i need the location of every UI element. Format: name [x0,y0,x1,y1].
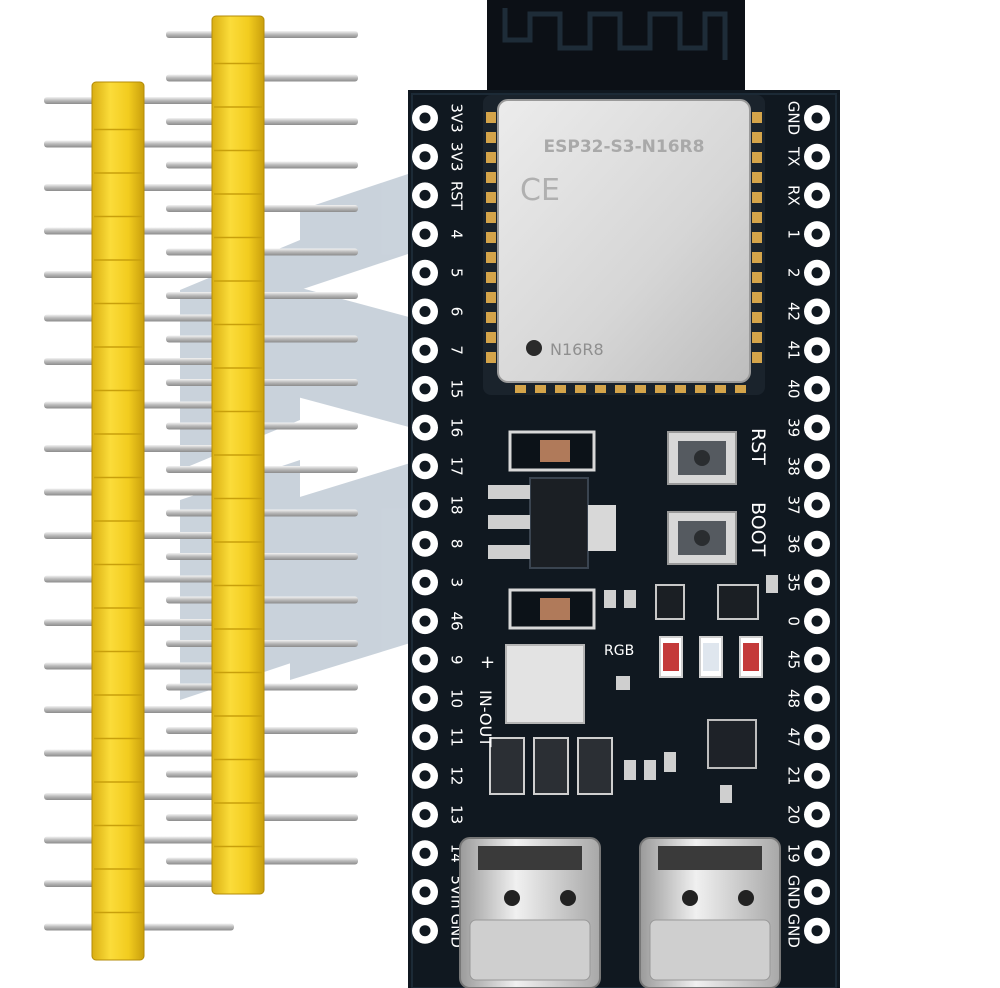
rst-button [667,431,737,485]
pin-label-left: 12 [448,766,466,785]
dev-board: ESP32-S3-N16R8 CE N16R8 3V33V3RST4567151… [408,0,840,988]
plus-label: + [480,652,495,673]
in-out-label: IN-OUT [476,690,495,747]
pin-label-right: GND [785,875,803,909]
pin-label-left: 5 [448,268,466,278]
pin-label-right: 37 [785,495,803,514]
pin-label-right: 21 [785,766,803,785]
pin-label-right: 0 [785,616,803,626]
module-model-label: ESP32-S3-N16R8 [544,137,705,157]
ce-mark: CE [520,173,560,208]
pin-label-right: 47 [785,728,803,747]
pin-label-left: 4 [448,229,466,239]
pin-label-right: 48 [785,689,803,708]
pin-label-right: 39 [785,418,803,437]
pin-label-left: 15 [448,379,466,398]
esp32-s3-module: ESP32-S3-N16R8 CE N16R8 [483,95,765,395]
pin-label-right: TX [785,146,803,166]
pin-label-right: 42 [785,302,803,321]
pin-label-right: 45 [785,650,803,669]
pin-label-right: GND [785,913,803,947]
pin-label-left: 7 [448,345,466,355]
pin-label-left: 46 [448,612,466,631]
pin-label-left: 17 [448,457,466,476]
pin-label-left: 11 [448,728,466,747]
pin-label-right: 19 [785,844,803,863]
pin-label-right: 38 [785,457,803,476]
pin-label-left: 18 [448,495,466,514]
pin-label-right: 2 [785,268,803,278]
pin-label-right: RX [785,185,803,206]
pin-label-right: 35 [785,573,803,592]
pin-label-left: RST [448,181,466,211]
pin-label-right: 36 [785,534,803,553]
boot-button [667,511,737,565]
components [488,430,778,803]
pin-label-right: 1 [785,229,803,239]
pin-label-left: 3 [448,578,466,588]
usb-c-port-left [459,837,601,988]
pin-label-left: 3V3 [448,103,466,132]
pin-label-left: 13 [448,805,466,824]
pin-label-right: 41 [785,341,803,360]
boot-label: BOOT [747,502,769,557]
pin1-dot [526,340,542,356]
antenna-trace [502,8,728,60]
qfn-ic [707,719,757,769]
pin-label-left: 6 [448,307,466,317]
pin-label-left: 10 [448,689,466,708]
pin-label-right: 40 [785,379,803,398]
rgb-label: RGB [604,643,634,659]
rgb-led [505,644,585,724]
pin-label-left: 16 [448,418,466,437]
pin-label-left: 9 [448,655,466,665]
pin-header-left [44,81,234,961]
pin-label-left: 3V3 [448,142,466,171]
rst-label: RST [747,428,769,465]
chip-code-label: N16R8 [550,340,604,359]
usb-c-port-right [639,837,781,988]
pin-label-right: 20 [785,805,803,824]
pin-header-right [166,15,358,895]
pin-label-left: 8 [448,539,466,549]
pin-label-right: GND [785,101,803,135]
